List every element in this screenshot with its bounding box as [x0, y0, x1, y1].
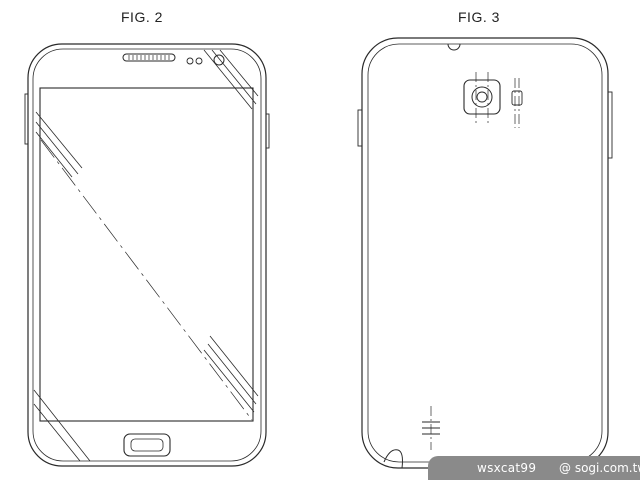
front-right-side-key	[265, 113, 270, 149]
camera-centerlines	[475, 72, 520, 128]
back-left-side-key	[357, 109, 363, 147]
stylus-slot	[383, 449, 403, 469]
rear-camera-lens-outer	[471, 86, 493, 108]
watermark-banner: wsxcat99 @ sogi.com.tw	[428, 456, 640, 480]
watermark-user: wsxcat99	[477, 461, 537, 475]
phone-front-view	[24, 43, 270, 467]
proximity-sensor	[186, 57, 194, 65]
earpiece-speaker	[122, 53, 176, 62]
phone-back-view	[357, 37, 613, 469]
home-button	[123, 433, 171, 457]
fig-2-label: FIG. 2	[121, 9, 163, 25]
front-left-side-key	[24, 93, 29, 145]
back-right-side-key	[607, 91, 613, 159]
front-reflection-lines	[33, 49, 259, 462]
front-display	[39, 87, 254, 422]
back-outer-body	[361, 37, 609, 469]
home-button-inner	[130, 438, 164, 452]
top-notch	[447, 43, 461, 51]
front-inner-bezel	[32, 48, 262, 462]
front-diagonal-centerline	[40, 139, 253, 421]
speaker-grille-lines	[128, 55, 170, 60]
rear-speaker-slots	[422, 421, 440, 435]
front-outer-body	[27, 43, 267, 467]
rear-camera-lens-inner	[476, 91, 488, 103]
watermark-site: @ sogi.com.tw	[559, 461, 640, 475]
light-sensor	[195, 57, 203, 65]
fig-3-label: FIG. 3	[458, 9, 500, 25]
rear-camera-module	[463, 79, 501, 115]
front-camera	[213, 54, 225, 66]
rear-flash	[511, 90, 523, 106]
